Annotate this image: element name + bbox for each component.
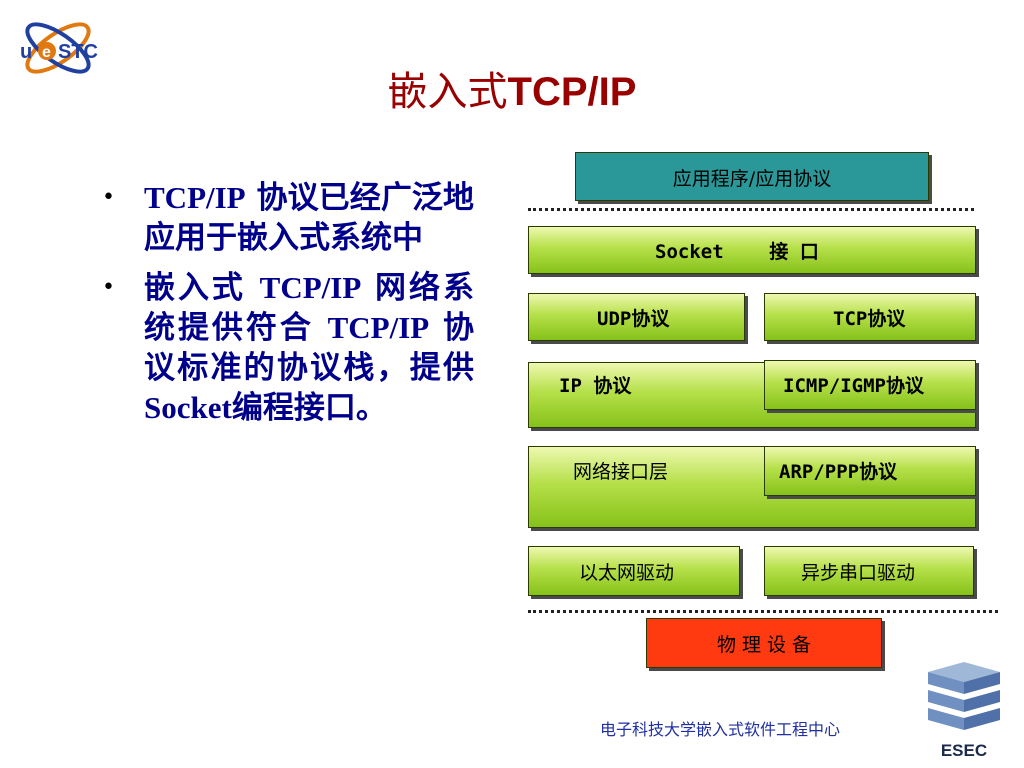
bullet-text: TCP/IP <box>144 180 246 215</box>
bullet-item: • TCP/IP 协议已经广泛地应用于嵌入式系统中 <box>96 178 474 258</box>
udp-label: UDP协议 <box>597 308 670 330</box>
bullet-dot: • <box>102 185 115 210</box>
tcp-box: TCP协议 <box>764 293 976 341</box>
icmp-box: ICMP/IGMP协议 <box>764 360 976 410</box>
serial-driver-label: 异步串口驱动 <box>801 562 916 584</box>
bullet-list: • TCP/IP 协议已经广泛地应用于嵌入式系统中 • 嵌入式 TCP/IP 网络系统… <box>96 178 474 438</box>
upper-dotted-divider <box>528 208 974 211</box>
app-protocol-box: 应用程序/应用协议 <box>575 152 929 201</box>
arp-box: ARP/PPP协议 <box>764 446 976 496</box>
ethernet-driver-label: 以太网驱动 <box>579 562 675 584</box>
title-latin: TCP/IP <box>507 70 637 114</box>
bullet-item: •嵌入式 TCP/IP 网络系统提供符合 TCP/IP 协议标准的协议栈，提供 … <box>96 268 474 428</box>
icmp-label: ICMP/IGMP协议 <box>783 375 924 397</box>
udp-box: UDP协议 <box>528 293 745 341</box>
footer-org-name: 电子科技大学嵌入式软件工程中心 <box>600 720 841 739</box>
title-chinese: 嵌入式 <box>387 69 508 115</box>
bullet-text: TCP/IP <box>327 310 430 345</box>
bullet-text: TCP/IP <box>259 270 362 305</box>
ip-label: IP 协议 <box>559 375 632 397</box>
bullet-text: 网络系统提供符合 <box>144 270 474 346</box>
arp-label: ARP/PPP协议 <box>779 461 898 483</box>
network-interface-label: 网络接口层 <box>573 461 669 483</box>
tcp-label: TCP协议 <box>833 308 906 330</box>
svg-text:STC: STC <box>58 41 98 63</box>
ethernet-driver-box: 以太网驱动 <box>528 546 740 596</box>
app-protocol-label: 应用程序/应用协议 <box>672 168 832 190</box>
physical-device-label: 物 理 设 备 <box>716 634 812 656</box>
svg-text:u: u <box>20 41 32 63</box>
socket-label: Socket 接 口 <box>655 241 819 263</box>
slide-title: 嵌入式TCP/IP <box>0 64 1024 120</box>
physical-device-box: 物 理 设 备 <box>646 618 882 668</box>
svg-text:e: e <box>42 44 51 61</box>
serial-driver-box: 异步串口驱动 <box>764 546 974 596</box>
bullet-text: 编程接口。 <box>231 390 387 426</box>
uestc-logo: u e STC <box>20 22 98 74</box>
bullet-dot: • <box>102 275 115 300</box>
socket-box: Socket 接 口 <box>528 226 976 274</box>
bullet-text: 嵌入式 <box>144 270 260 306</box>
esec-logo: ESEC <box>928 662 1000 760</box>
bullet-text: 协议已经广泛地应用于嵌入式系统中 <box>144 180 474 256</box>
lower-dotted-divider <box>528 610 998 613</box>
esec-logo-text: ESEC <box>941 741 987 760</box>
bullet-text: 协议标准的协议栈，提供 <box>144 310 474 386</box>
bullet-text: Socket <box>144 390 232 425</box>
